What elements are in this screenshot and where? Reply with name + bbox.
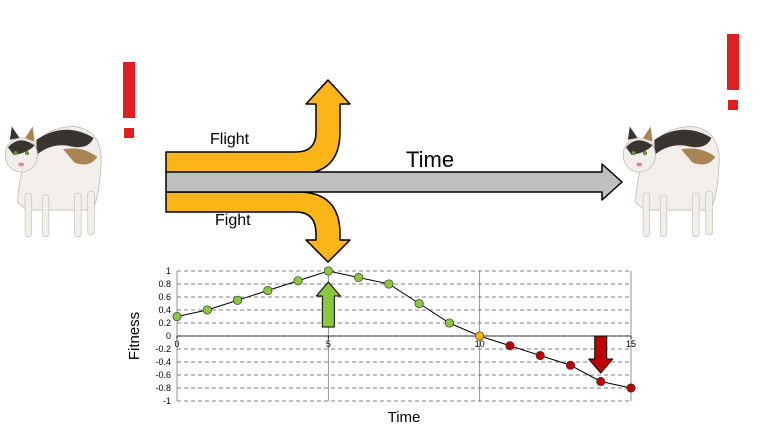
data-point bbox=[535, 350, 545, 361]
data-point bbox=[444, 318, 454, 328]
y-tick-label: 0.2 bbox=[158, 318, 171, 328]
exclamation-icon bbox=[727, 34, 739, 110]
data-point bbox=[293, 276, 303, 286]
y-tick-label: -0.6 bbox=[155, 370, 171, 380]
y-tick-label: -0.8 bbox=[155, 383, 171, 393]
y-tick-label: 1 bbox=[166, 266, 171, 276]
y-tick-label: 0 bbox=[166, 331, 171, 341]
data-point bbox=[354, 272, 364, 283]
x-tick-label: 5 bbox=[326, 339, 331, 349]
data-point bbox=[202, 305, 212, 315]
y-tick-label: 0.8 bbox=[158, 279, 171, 289]
y-tick-label: 0.4 bbox=[158, 305, 171, 315]
y-axis-label: Fitness bbox=[126, 312, 143, 360]
y-tick-label: -0.4 bbox=[155, 357, 171, 367]
y-tick-label: 0.6 bbox=[158, 292, 171, 302]
data-point bbox=[384, 279, 394, 289]
time-arrow bbox=[165, 163, 623, 201]
down-arrow-marker bbox=[588, 335, 614, 374]
x-tick-label: 0 bbox=[174, 339, 179, 349]
startled-cat-icon bbox=[622, 126, 720, 238]
data-point bbox=[505, 341, 515, 351]
data-point bbox=[323, 266, 333, 276]
x-tick-label: 10 bbox=[475, 339, 485, 349]
startled-cat-icon bbox=[4, 126, 102, 238]
flight-arrow bbox=[165, 79, 351, 175]
y-tick-label: -0.2 bbox=[155, 344, 171, 354]
fight-label: Fight bbox=[215, 212, 251, 229]
y-tick-label: -1 bbox=[163, 396, 171, 406]
x-axis-label: Time bbox=[388, 409, 421, 426]
fight-arrow bbox=[165, 191, 351, 263]
data-point bbox=[596, 376, 606, 387]
data-point bbox=[232, 295, 243, 305]
data-point bbox=[172, 311, 182, 322]
x-tick-label: 15 bbox=[626, 339, 636, 349]
data-point bbox=[475, 331, 485, 341]
data-point bbox=[626, 383, 636, 393]
up-arrow-marker bbox=[315, 281, 341, 328]
data-point bbox=[414, 298, 424, 309]
data-point bbox=[263, 285, 273, 296]
fitness-line bbox=[176, 270, 632, 389]
time-arrow-label: Time bbox=[406, 147, 454, 172]
exclamation-icon bbox=[123, 62, 135, 138]
flight-label: Flight bbox=[210, 131, 250, 148]
data-point bbox=[565, 360, 576, 370]
